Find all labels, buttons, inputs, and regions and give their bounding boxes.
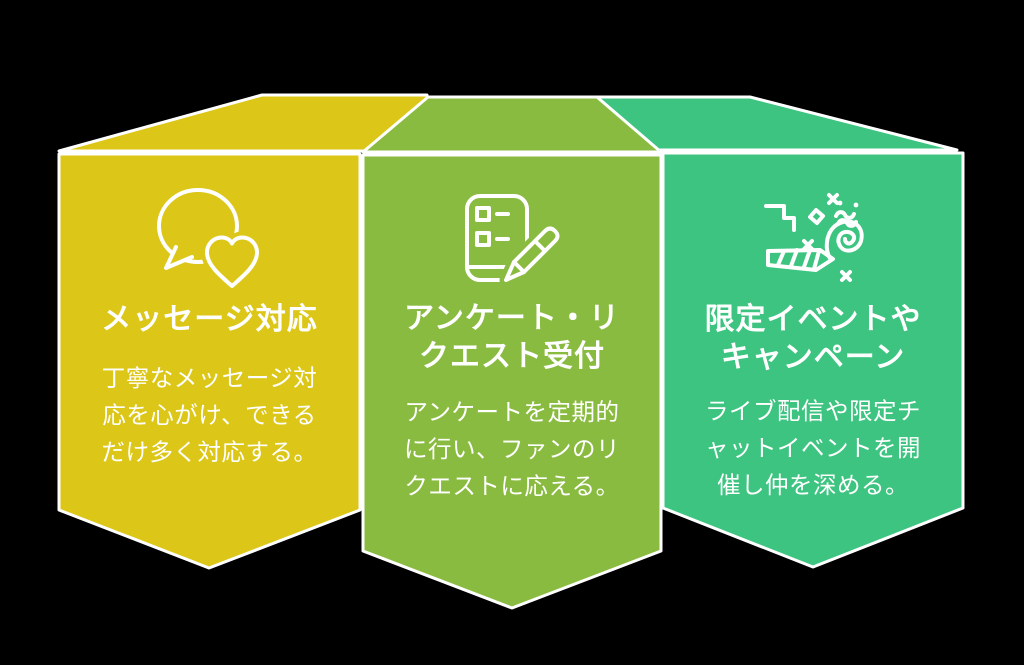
confetti-x-top xyxy=(827,193,839,205)
popper-stripe-3 xyxy=(802,248,812,269)
card-body-line: 催し仲を深める。 xyxy=(717,472,909,498)
popper-mouth-line xyxy=(812,249,821,271)
checkbox-1 xyxy=(475,206,491,222)
card-body-line: 応を心がけ、できる xyxy=(102,402,317,428)
pencil-icon xyxy=(504,226,560,282)
confetti-dot-1 xyxy=(837,200,843,206)
card-survey-description: アンケートを定期的 に行い、ファンのリ クエストに応える。 xyxy=(363,394,661,505)
card-title-line: メッセージ対応 xyxy=(101,303,318,336)
popper-spiral xyxy=(824,219,864,262)
card-body-line: だけ多く対応する。 xyxy=(101,439,318,465)
confetti-squiggle-1 xyxy=(834,210,856,220)
card-body-line: 丁寧なメッセージ対 xyxy=(101,365,318,391)
card-message-description: 丁寧なメッセージ対 応を心がけ、できる だけ多く対応する。 xyxy=(59,360,360,471)
party-popper-icon xyxy=(764,193,864,282)
confetti-dot-2 xyxy=(853,202,859,208)
popper-stripe-2 xyxy=(789,248,799,268)
heart-icon xyxy=(205,235,259,288)
popper-stripe-1 xyxy=(776,249,786,267)
pencil-band-line xyxy=(533,239,547,253)
confetti-staircase xyxy=(764,204,796,232)
card-message-fold xyxy=(57,93,429,153)
card-survey-shape xyxy=(361,153,663,610)
confetti-x-middle xyxy=(802,239,814,251)
speech-bubble-tail xyxy=(164,245,194,270)
card-title-line: 限定イベントや xyxy=(704,303,922,336)
card-body-line: ライブ配信や限定チ xyxy=(705,398,921,424)
card-survey-title: アンケート・リ クエスト受付 xyxy=(363,300,661,376)
card-body-line: ャットイベントを開 xyxy=(705,435,921,461)
card-title-line: キャンペーン xyxy=(720,341,906,374)
card-body-line: アンケートを定期的 xyxy=(404,399,620,425)
survey-checklist-pencil-icon xyxy=(465,194,564,287)
card-events-title: 限定イベントや キャンペーン xyxy=(663,301,963,377)
card-body-line: クエストに応える。 xyxy=(404,473,620,499)
card-events-shape xyxy=(661,151,965,569)
speech-bubble-heart-icon xyxy=(157,188,263,292)
checkbox-2 xyxy=(475,231,491,247)
confetti-x-bottom xyxy=(840,270,852,282)
pencil-tip-line xyxy=(512,260,526,274)
card-message-shape xyxy=(57,152,362,570)
card-title-line: アンケート・リ xyxy=(404,302,620,335)
card-events-description: ライブ配信や限定チ ャットイベントを開 催し仲を深める。 xyxy=(663,393,963,504)
checklist-card-outline xyxy=(465,194,529,282)
speech-bubble-outline xyxy=(157,188,239,264)
card-survey-fold xyxy=(361,95,663,154)
confetti-diamond xyxy=(808,208,825,225)
card-message-title: メッセージ対応 xyxy=(59,301,360,339)
card-title-line: クエスト受付 xyxy=(419,340,605,373)
card-body-line: に行い、ファンのリ xyxy=(404,436,620,462)
